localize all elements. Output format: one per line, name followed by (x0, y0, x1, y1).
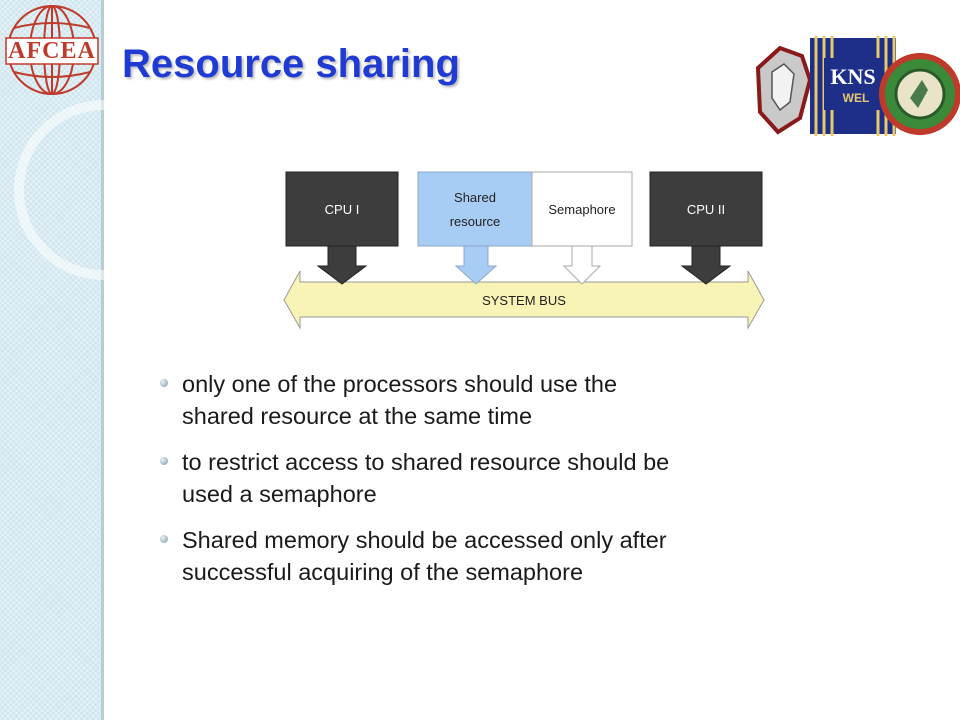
semaphore-box (531, 171, 633, 247)
bullet-list: only one of the processors should use th… (160, 368, 860, 602)
shared-resource-label-line1: Shared (454, 190, 496, 205)
bullet-dot-icon (160, 457, 168, 465)
cpu2-arrow (680, 245, 732, 285)
shared-resource-label-line2: resource (450, 214, 501, 229)
afcea-logo-text: AFCEA (8, 38, 96, 64)
university-emblems: KNS WEL (755, 36, 960, 136)
eagle-shield-icon (755, 45, 813, 135)
kns-text: KNS (830, 64, 875, 89)
bullet-item: Shared memory should be accessed only af… (160, 524, 860, 588)
bullet-text-line: successful acquiring of the semaphore (182, 559, 584, 585)
bullet-text-line: used a semaphore (182, 481, 377, 507)
sidebar-decoration (0, 0, 104, 720)
system-bus-label: SYSTEM BUS (482, 293, 566, 308)
bullet-text-line: to restrict access to shared resource sh… (182, 449, 670, 475)
bullet-dot-icon (160, 535, 168, 543)
shared-resource-box (417, 171, 533, 247)
bullet-dot-icon (160, 379, 168, 387)
bullet-text-line: shared resource at the same time (182, 403, 533, 429)
bullet-item: to restrict access to shared resource sh… (160, 446, 860, 510)
system-bus (283, 270, 765, 330)
cpu1-box (285, 171, 399, 247)
shared-resource-arrow (454, 245, 498, 285)
page-title: Resource sharing (122, 42, 460, 86)
bullet-text-line: Shared memory should be accessed only af… (182, 527, 667, 553)
system-bus-diagram: SYSTEM BUS CPU I Shared resource Semapho… (283, 171, 765, 330)
sidebar-arc (14, 100, 194, 280)
wel-text: WEL (843, 91, 870, 105)
cpu1-arrow (316, 245, 368, 285)
semaphore-arrow (562, 245, 602, 285)
faculty-emblem-icon (879, 53, 960, 135)
semaphore-label: Semaphore (548, 202, 615, 217)
cpu1-label: CPU I (325, 202, 360, 217)
bullet-text-line: only one of the processors should use th… (182, 371, 618, 397)
bullet-item: only one of the processors should use th… (160, 368, 860, 432)
afcea-logo (5, 5, 99, 95)
cpu2-label: CPU II (687, 202, 725, 217)
